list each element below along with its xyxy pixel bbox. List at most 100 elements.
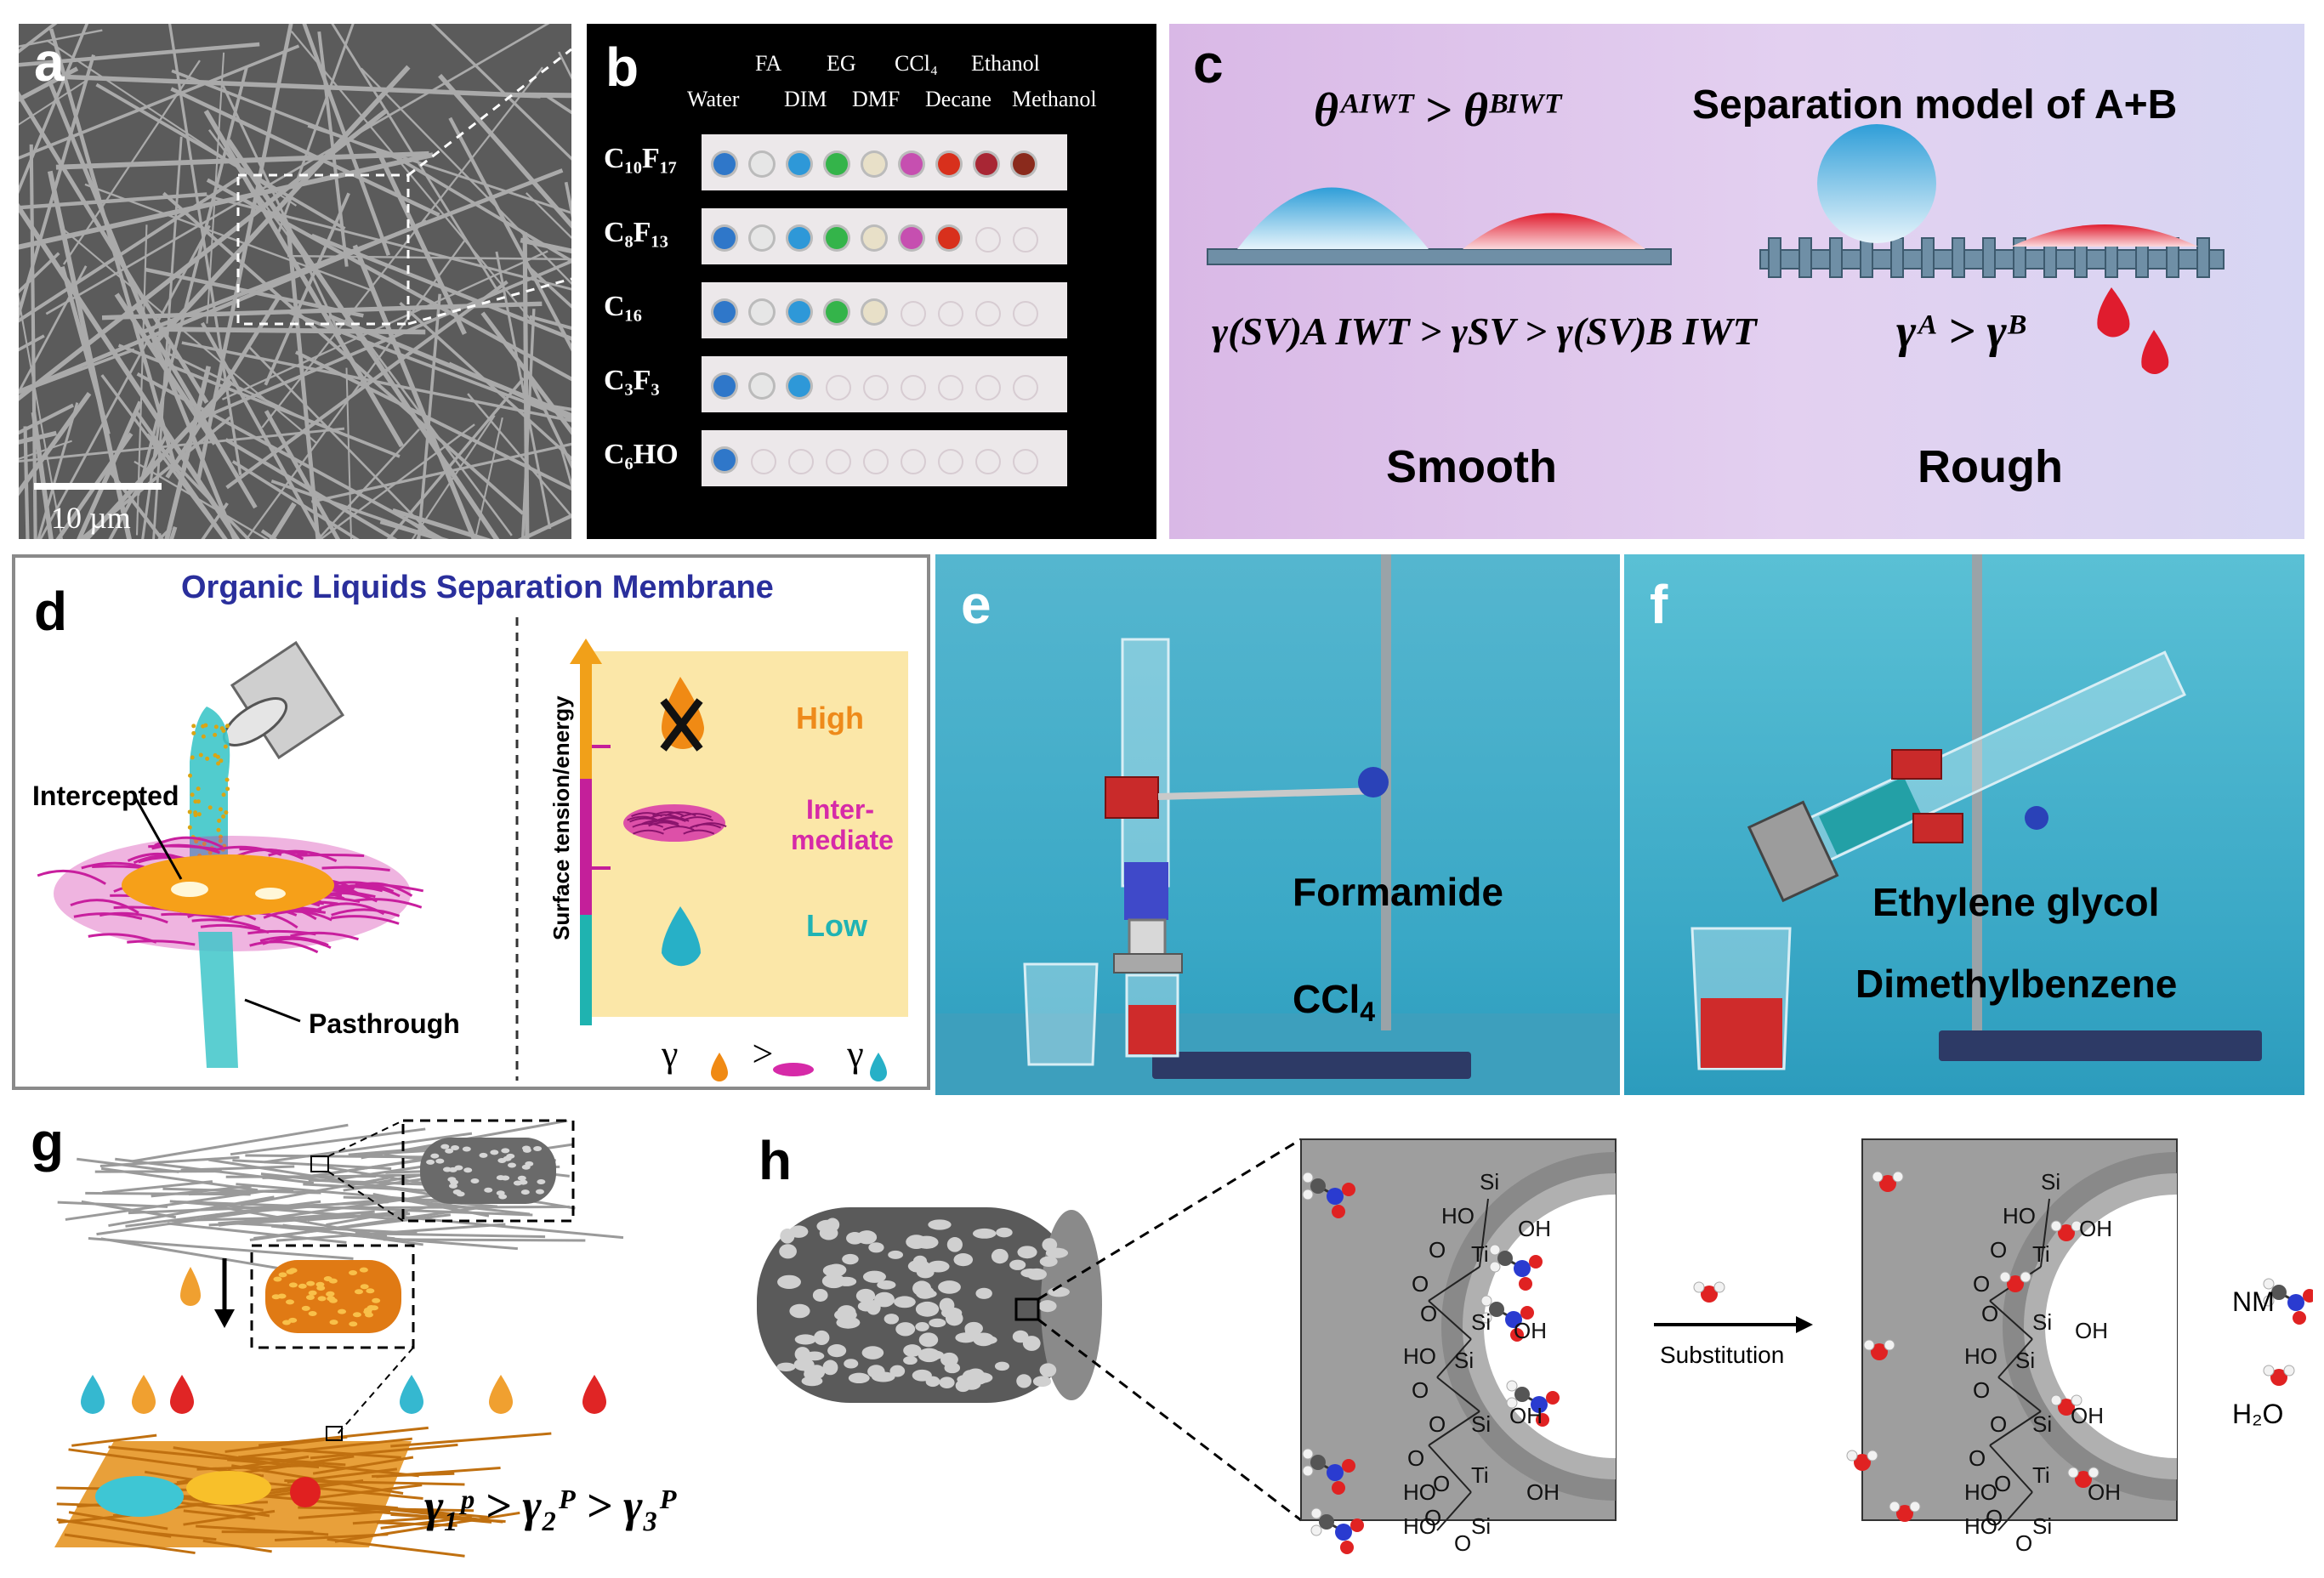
scale-bar-label: 10 µm — [51, 501, 131, 535]
liquid-drop — [901, 227, 923, 249]
molecular-substitution-diagram — [757, 1138, 2313, 1554]
panel-label: f — [1650, 574, 1668, 635]
atom-label: Si — [1480, 1169, 1500, 1195]
red-drip-2 — [2141, 330, 2169, 374]
smooth-substrate — [1207, 248, 1672, 265]
sample-strip — [702, 356, 1067, 412]
atom-label: OH — [2075, 1318, 2108, 1343]
atom-label: OH — [2071, 1403, 2104, 1428]
sample-strip — [702, 208, 1067, 264]
separation-photo-e — [935, 554, 1620, 1095]
liquid-drop — [788, 375, 810, 397]
atom-label: HO — [1964, 1343, 1997, 1369]
liquid-drop — [788, 449, 814, 474]
liquid-drop — [826, 449, 851, 474]
panel-c: c θᴬᴵᵂᵀ > θᴮᴵᵂᵀ Separation model of A+B … — [1169, 24, 2304, 539]
liquid-ethylene-glycol: Ethylene glycol — [1872, 880, 2160, 924]
liquid-drop — [788, 227, 810, 249]
panel-d: d Organic Liquids Separation Membrane — [12, 554, 930, 1090]
atom-label: O — [1412, 1377, 1429, 1403]
liquid-ccl4-text: CCl — [1293, 977, 1361, 1021]
atom-label: Si — [2032, 1513, 2053, 1539]
panel-b: b FA EG CCl₄ Ethanol Water DIM DMF Decan… — [587, 24, 1156, 539]
sample-label: C₁₀F₁₇ — [604, 143, 678, 174]
liquid-drop — [751, 153, 773, 175]
liquid-drop — [863, 375, 889, 400]
panel-g: g γ₁ᵖ > γ₂ᴾ > γ₃ᴾ — [12, 1105, 718, 1569]
zoom-box — [236, 173, 410, 326]
liquid-label-dmf: DMF — [852, 87, 901, 111]
atom-label: OH — [2079, 1216, 2112, 1241]
liquid-drop — [1013, 375, 1038, 400]
contact-angle-relation: θᴬᴵᵂᵀ > θᴮᴵᵂᵀ — [1314, 84, 1560, 137]
panel-e: e Formamide CCl4 — [935, 554, 1620, 1095]
level-low: Low — [806, 908, 867, 943]
scale-bar — [34, 483, 162, 490]
rough-label: Rough — [1918, 441, 2063, 492]
panel-label: e — [961, 574, 992, 635]
atom-label: O — [1973, 1377, 1991, 1403]
tension-relation: γ > γ > γ — [662, 1033, 927, 1075]
liquid-label-water: Water — [687, 87, 740, 111]
atom-label: OH — [1518, 1216, 1551, 1241]
rough-title: Separation model of A+B — [1692, 82, 2178, 128]
atom-label: Si — [1454, 1348, 1475, 1373]
sample-strip — [702, 282, 1067, 338]
liquid-drop — [901, 375, 926, 400]
liquid-drop — [826, 301, 848, 323]
blue-droplet-rough — [1817, 124, 1936, 243]
level-high: High — [796, 701, 864, 735]
sample-label: C₃F₃ — [604, 365, 660, 396]
atom-label: O — [1454, 1530, 1472, 1556]
red-droplet-rough — [2011, 224, 2198, 247]
panel-label: d — [34, 581, 68, 642]
liquid-drop — [713, 375, 736, 397]
blue-droplet-smooth — [1237, 187, 1429, 249]
atom-label: O — [1990, 1411, 2008, 1437]
legend-h2o: H₂O — [2232, 1399, 2284, 1429]
liquid-drop — [863, 449, 889, 474]
liquid-formamide: Formamide — [1293, 870, 1503, 914]
hierarchical-schematic — [54, 1119, 624, 1558]
atom-label: OH — [1526, 1479, 1560, 1505]
liquid-drop — [975, 449, 1001, 474]
atom-label: HO — [1403, 1479, 1436, 1505]
liquid-drop — [975, 301, 1001, 326]
atom-label: OH — [2088, 1479, 2121, 1505]
liquid-drop — [788, 301, 810, 323]
atom-label: O — [1433, 1471, 1451, 1496]
liquid-drop — [713, 227, 736, 249]
liquid-drop — [826, 153, 848, 175]
liquid-drop — [975, 375, 1001, 400]
atom-label: O — [1973, 1271, 1991, 1297]
wetting-illustration — [1207, 124, 2225, 374]
liquid-drop — [1013, 449, 1038, 474]
liquid-drop — [751, 301, 773, 323]
liquid-drop — [863, 227, 885, 249]
liquid-drop — [938, 227, 960, 249]
atom-label: HO — [2003, 1203, 2036, 1229]
liquid-drop — [751, 227, 773, 249]
atom-label: Si — [2032, 1309, 2053, 1335]
liquid-drop — [1013, 227, 1038, 253]
panel-f: f Ethylene glycol Dimethylbenzene — [1624, 554, 2304, 1095]
atom-label: Ti — [1471, 1241, 1489, 1267]
liquid-drop — [863, 153, 885, 175]
liquid-label-methanol: Methanol — [1012, 87, 1097, 111]
liquid-drop — [826, 227, 848, 249]
atom-label: O — [2015, 1530, 2033, 1556]
separation-photo-f — [1690, 554, 2262, 1070]
atom-label: HO — [1964, 1513, 1997, 1539]
liquid-drop — [713, 449, 736, 471]
atom-label: OH — [1514, 1318, 1547, 1343]
rough-relation: γᴬ > γᴮ — [1896, 305, 2025, 358]
liquid-label-dim: DIM — [784, 87, 827, 111]
liquid-drop — [938, 449, 963, 474]
level-intermediate-2: mediate — [791, 825, 894, 855]
atom-label: O — [1429, 1237, 1446, 1263]
surface-energy-relation: γ(SV)A IWT > γSV > γ(SV)B IWT — [1212, 309, 1757, 353]
atom-label: OH — [1509, 1403, 1543, 1428]
liquid-drop — [975, 227, 1001, 253]
liquid-drop — [901, 153, 923, 175]
